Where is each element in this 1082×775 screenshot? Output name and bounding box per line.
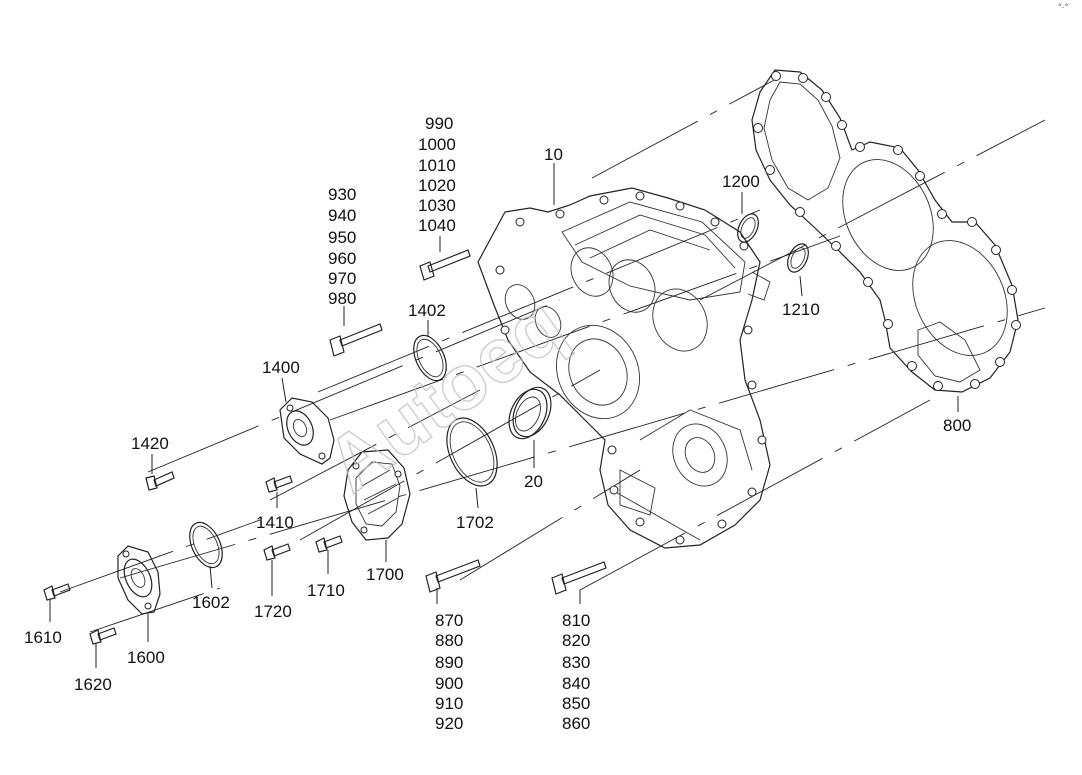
screw-1620 xyxy=(89,627,117,645)
bolt-990 xyxy=(419,249,471,281)
svg-text:900: 900 xyxy=(435,674,463,693)
svg-text:1020: 1020 xyxy=(418,176,456,195)
svg-text:930: 930 xyxy=(328,185,356,204)
svg-text:840: 840 xyxy=(562,674,590,693)
label-group-810: 810 820 830 840 850 860 xyxy=(562,611,590,733)
o-ring-1200 xyxy=(737,213,759,243)
label-1410: 1410 xyxy=(256,513,294,532)
svg-text:940: 940 xyxy=(328,206,356,225)
svg-text:1030: 1030 xyxy=(418,196,456,215)
gasket xyxy=(751,69,1021,393)
bolt-930 xyxy=(329,323,383,357)
svg-text:850: 850 xyxy=(562,694,590,713)
label-1400: 1400 xyxy=(262,358,300,377)
screw-1720 xyxy=(263,543,291,561)
svg-text:1000: 1000 xyxy=(418,135,456,154)
svg-text:820: 820 xyxy=(562,631,590,650)
leader-lines xyxy=(49,163,959,668)
timing-case-housing xyxy=(477,187,771,549)
svg-text:970: 970 xyxy=(328,269,356,288)
svg-text:950: 950 xyxy=(328,228,356,247)
svg-text:880: 880 xyxy=(435,631,463,650)
label-800: 800 xyxy=(943,416,971,435)
label-1402: 1402 xyxy=(408,301,446,320)
o-ring-1602 xyxy=(189,521,223,569)
bolt-870 xyxy=(425,559,481,593)
svg-text:960: 960 xyxy=(328,249,356,268)
screw-1710 xyxy=(315,535,343,553)
corner-mark: °·° xyxy=(1058,2,1069,12)
label-1600: 1600 xyxy=(127,648,165,667)
label-1610: 1610 xyxy=(24,628,62,647)
cover-1600 xyxy=(117,545,161,615)
svg-text:980: 980 xyxy=(328,289,356,308)
label-1710: 1710 xyxy=(307,581,345,600)
svg-text:1010: 1010 xyxy=(418,156,456,175)
label-1720: 1720 xyxy=(254,602,292,621)
cover-1400 xyxy=(279,397,335,465)
label-10: 10 xyxy=(544,145,563,164)
label-1702: 1702 xyxy=(456,513,494,532)
label-group-990: 990 1000 1010 1020 1030 1040 xyxy=(418,114,456,235)
svg-text:920: 920 xyxy=(435,714,463,733)
label-group-870: 870 880 890 900 910 920 xyxy=(435,611,463,733)
screw-1610 xyxy=(43,583,71,601)
label-20: 20 xyxy=(524,472,543,491)
svg-text:870: 870 xyxy=(435,611,463,630)
part-labels: 10 20 800 1200 1210 1400 1402 1410 1420 … xyxy=(24,114,971,733)
label-1210: 1210 xyxy=(782,300,820,319)
label-1602: 1602 xyxy=(192,593,230,612)
bolt-810 xyxy=(551,561,607,595)
label-1200: 1200 xyxy=(722,172,760,191)
o-ring-1702 xyxy=(446,417,498,487)
screw-1420 xyxy=(145,471,175,491)
svg-text:830: 830 xyxy=(562,653,590,672)
svg-text:890: 890 xyxy=(435,653,463,672)
svg-text:1040: 1040 xyxy=(418,216,456,235)
svg-text:910: 910 xyxy=(435,694,463,713)
svg-text:860: 860 xyxy=(562,714,590,733)
label-group-930: 930 940 950 960 970 980 xyxy=(328,185,356,308)
label-1420: 1420 xyxy=(131,434,169,453)
seal-20 xyxy=(508,386,552,440)
svg-text:810: 810 xyxy=(562,611,590,630)
pump-housing-1700 xyxy=(343,449,411,541)
label-1700: 1700 xyxy=(366,565,404,584)
svg-text:990: 990 xyxy=(425,114,453,133)
o-ring-1210 xyxy=(787,243,809,273)
o-ring-1402 xyxy=(413,334,447,382)
label-1620: 1620 xyxy=(74,675,112,694)
screw-1410 xyxy=(265,475,293,493)
